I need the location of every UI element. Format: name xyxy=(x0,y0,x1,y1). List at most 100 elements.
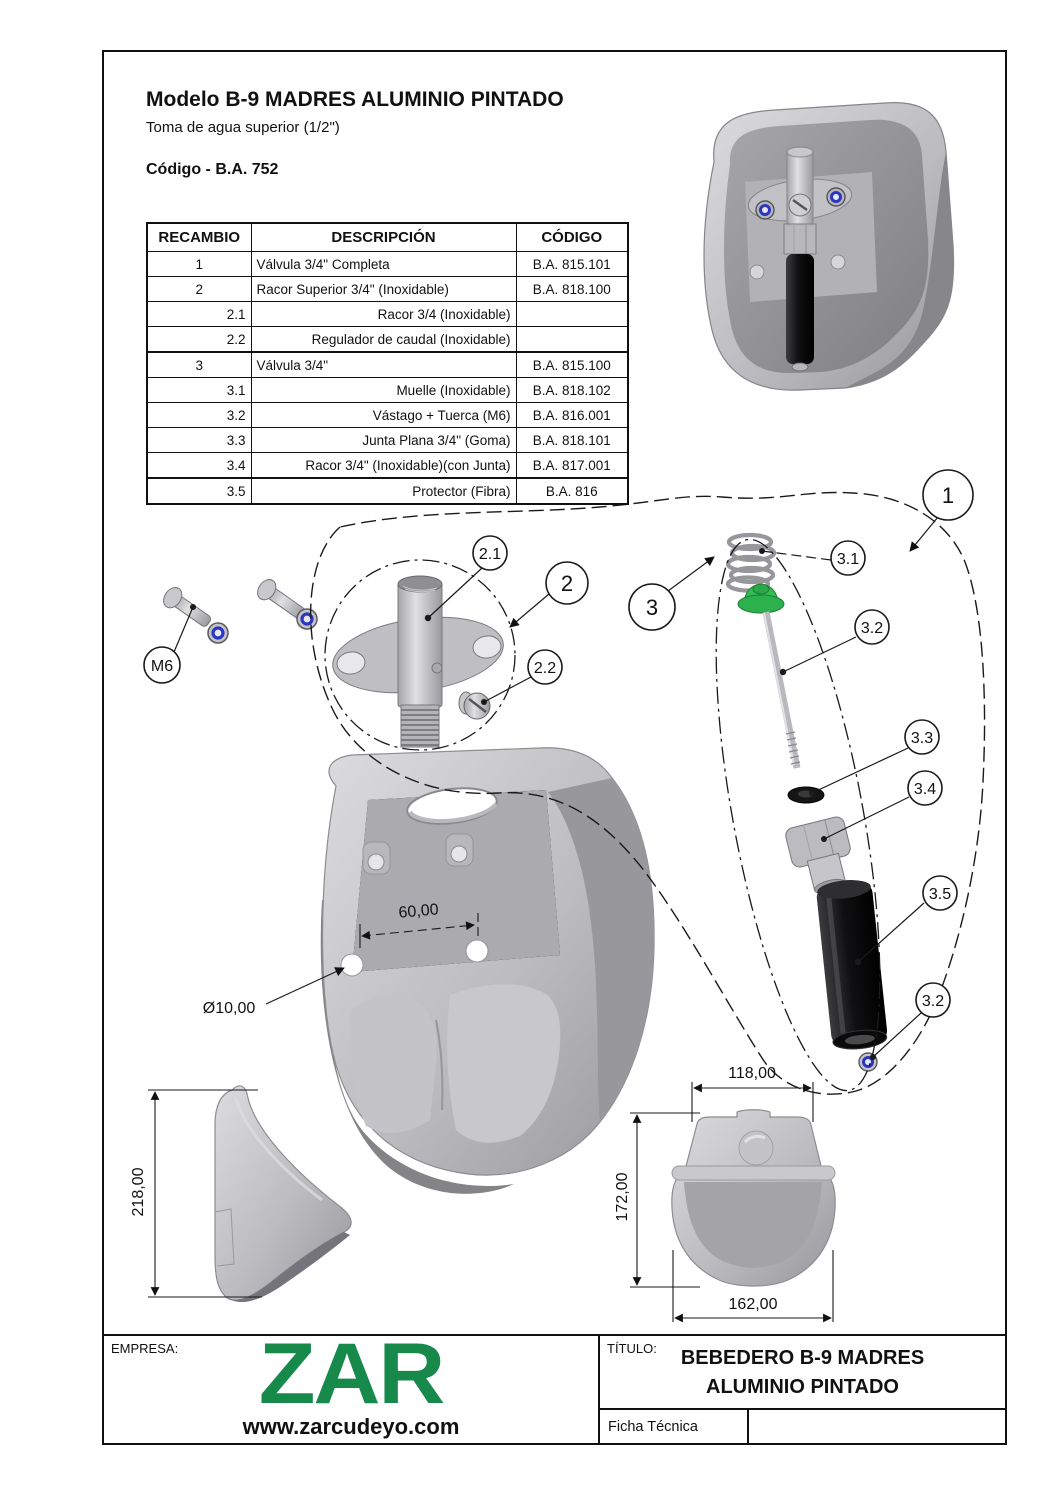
svg-text:Ø10,00: Ø10,00 xyxy=(203,1000,256,1017)
cell-recambio: 2 xyxy=(146,276,252,302)
company-cell: EMPRESA: ZAR www.zarcudeyo.com xyxy=(104,1331,600,1443)
valve-exploded-illustration xyxy=(725,532,888,1072)
cell-recambio: 2.1 xyxy=(146,301,252,327)
document-title: BEBEDERO B-9 MADRES ALUMINIO PINTADO xyxy=(600,1336,1005,1402)
svg-text:218,00: 218,00 xyxy=(130,1167,147,1216)
table-row: 2.2 Regulador de caudal (Inoxidable) xyxy=(146,326,629,353)
assembled-view-illustration xyxy=(703,102,955,391)
heading-block: Modelo B-9 MADRES ALUMINIO PINTADO Toma … xyxy=(146,88,706,179)
table-row: 3.1 Muelle (Inoxidable) B.A. 818.102 xyxy=(146,377,629,403)
assembled-lock-nut-right xyxy=(826,187,846,207)
table-row: 3.4 Racor 3/4" (Inoxidable)(con Junta) B… xyxy=(146,452,629,479)
document-title-line2: ALUMINIO PINTADO xyxy=(706,1376,899,1398)
cell-descripcion: Muelle (Inoxidable) xyxy=(250,377,517,403)
svg-text:3: 3 xyxy=(646,595,658,620)
cell-descripcion: Válvula 3/4" Completa xyxy=(250,251,517,277)
zar-logo: ZAR xyxy=(258,1326,446,1422)
svg-text:3.2: 3.2 xyxy=(922,993,944,1010)
cell-recambio: 3.4 xyxy=(146,452,252,479)
callout-3: 3 xyxy=(628,583,676,631)
header-recambio: RECAMBIO xyxy=(146,222,252,252)
dimension-front-bottom-width: 162,00 xyxy=(672,1250,834,1323)
protector-part xyxy=(816,880,888,1050)
cell-codigo: B.A. 816.001 xyxy=(515,402,629,428)
cell-descripcion: Protector (Fibra) xyxy=(250,477,517,505)
page-subtitle: Toma de agua superior (1/2") xyxy=(146,119,340,136)
document-title-line1: BEBEDERO B-9 MADRES xyxy=(680,1347,925,1369)
product-code: Código - B.A. 752 xyxy=(146,161,279,178)
main-bowl-illustration xyxy=(320,747,655,1194)
svg-text:2.1: 2.1 xyxy=(479,546,501,563)
cell-recambio: 3.5 xyxy=(146,477,252,505)
cell-codigo: B.A. 816 xyxy=(515,477,629,505)
table-row: 1 Válvula 3/4" Completa B.A. 815.101 xyxy=(146,251,629,277)
svg-text:60,00: 60,00 xyxy=(398,901,439,921)
cell-codigo: B.A. 818.101 xyxy=(515,427,629,453)
callout-3-5: 3.5 xyxy=(922,875,958,911)
title-block-bottom-row: Ficha Técnica xyxy=(600,1408,1005,1443)
table-row: 2 Racor Superior 3/4" (Inoxidable) B.A. … xyxy=(146,276,629,302)
empty-cell xyxy=(749,1410,1005,1443)
table-row: 3.2 Vástago + Tuerca (M6) B.A. 816.001 xyxy=(146,402,629,428)
svg-text:3.2: 3.2 xyxy=(861,620,883,637)
titulo-label: TÍTULO: xyxy=(607,1341,657,1356)
table-row: 3 Válvula 3/4" B.A. 815.100 xyxy=(146,351,629,378)
side-profile-illustration xyxy=(214,1085,352,1303)
page-title: Modelo B-9 MADRES ALUMINIO PINTADO xyxy=(146,88,564,111)
doc-type-label: Ficha Técnica xyxy=(600,1410,749,1443)
cell-recambio: 3 xyxy=(146,351,252,378)
front-view-illustration xyxy=(671,1109,836,1287)
svg-text:118,00: 118,00 xyxy=(728,1065,776,1082)
leader-lines xyxy=(173,516,939,1060)
website-text: www.zarcudeyo.com xyxy=(242,1414,460,1439)
callout-2: 2 xyxy=(545,561,589,605)
cell-codigo: B.A. 815.100 xyxy=(515,351,629,378)
svg-text:3.1: 3.1 xyxy=(837,551,859,568)
cell-codigo: B.A. 818.102 xyxy=(515,377,629,403)
callout-3-2-nut: 3.2 xyxy=(915,982,951,1018)
callout-m6: M6 xyxy=(143,646,181,684)
racor-superior-illustration xyxy=(332,575,504,748)
parts-table: RECAMBIO DESCRIPCIÓN CÓDIGO 1 Válvula 3/… xyxy=(146,222,629,505)
cell-recambio: 1 xyxy=(146,251,252,277)
cell-codigo: B.A. 818.100 xyxy=(515,276,629,302)
svg-text:172,00: 172,00 xyxy=(614,1172,631,1221)
dimension-side-height: 218,00 xyxy=(130,1089,262,1298)
header-descripcion: DESCRIPCIÓN xyxy=(250,222,517,252)
callout-3-4: 3.4 xyxy=(907,770,943,806)
table-header-row: RECAMBIO DESCRIPCIÓN CÓDIGO xyxy=(146,222,629,252)
group-2-boundary xyxy=(324,559,516,751)
cell-descripcion: Racor 3/4" (Inoxidable)(con Junta) xyxy=(250,452,517,479)
m6-nut-2 xyxy=(296,608,318,630)
title-block: EMPRESA: ZAR www.zarcudeyo.com TÍTULO: B… xyxy=(102,1331,1007,1445)
svg-text:3.5: 3.5 xyxy=(929,886,951,903)
svg-text:2.2: 2.2 xyxy=(534,660,556,677)
cell-descripcion: Válvula 3/4" xyxy=(250,351,517,378)
assembled-lock-nut-left xyxy=(755,200,775,220)
svg-text:2: 2 xyxy=(561,571,573,596)
dimension-front-height: 172,00 xyxy=(614,1112,700,1288)
title-cell: TÍTULO: BEBEDERO B-9 MADRES ALUMINIO PIN… xyxy=(600,1336,1005,1443)
dimension-hole-diameter: Ø10,00 xyxy=(203,967,345,1017)
green-knob-stem-part xyxy=(737,583,801,769)
cell-codigo xyxy=(515,301,629,327)
cell-codigo: B.A. 815.101 xyxy=(515,251,629,277)
spring-part xyxy=(725,532,777,593)
svg-text:3.4: 3.4 xyxy=(914,781,936,798)
table-row: 2.1 Racor 3/4 (Inoxidable) xyxy=(146,301,629,327)
table-row: 3.5 Protector (Fibra) B.A. 816 xyxy=(146,477,629,505)
cell-recambio: 3.2 xyxy=(146,402,252,428)
svg-text:3.3: 3.3 xyxy=(911,730,933,747)
svg-text:M6: M6 xyxy=(151,658,173,675)
callout-1: 1 xyxy=(922,469,974,521)
cell-descripcion: Vástago + Tuerca (M6) xyxy=(250,402,517,428)
table-row: 3.3 Junta Plana 3/4" (Goma) B.A. 818.101 xyxy=(146,427,629,453)
cell-codigo: B.A. 817.001 xyxy=(515,452,629,479)
callout-3-2: 3.2 xyxy=(854,609,890,645)
callout-2-2: 2.2 xyxy=(527,649,563,685)
dimension-front-top-width: 118,00 xyxy=(691,1065,814,1122)
header-codigo: CÓDIGO xyxy=(515,222,629,252)
svg-text:1: 1 xyxy=(942,483,954,508)
